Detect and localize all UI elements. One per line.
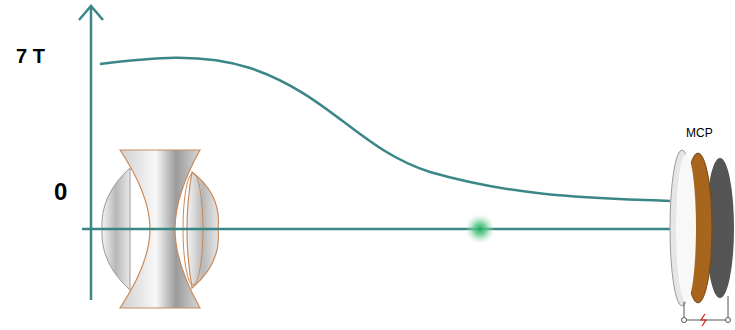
axis-value: 0: [54, 180, 67, 204]
axes: [79, 6, 670, 300]
field-curve: [100, 58, 670, 201]
ion-cloud: [465, 214, 495, 244]
part-name: MCP: [686, 127, 713, 139]
mcp-detector: [670, 150, 734, 326]
axis-value: 7 T: [16, 46, 45, 66]
